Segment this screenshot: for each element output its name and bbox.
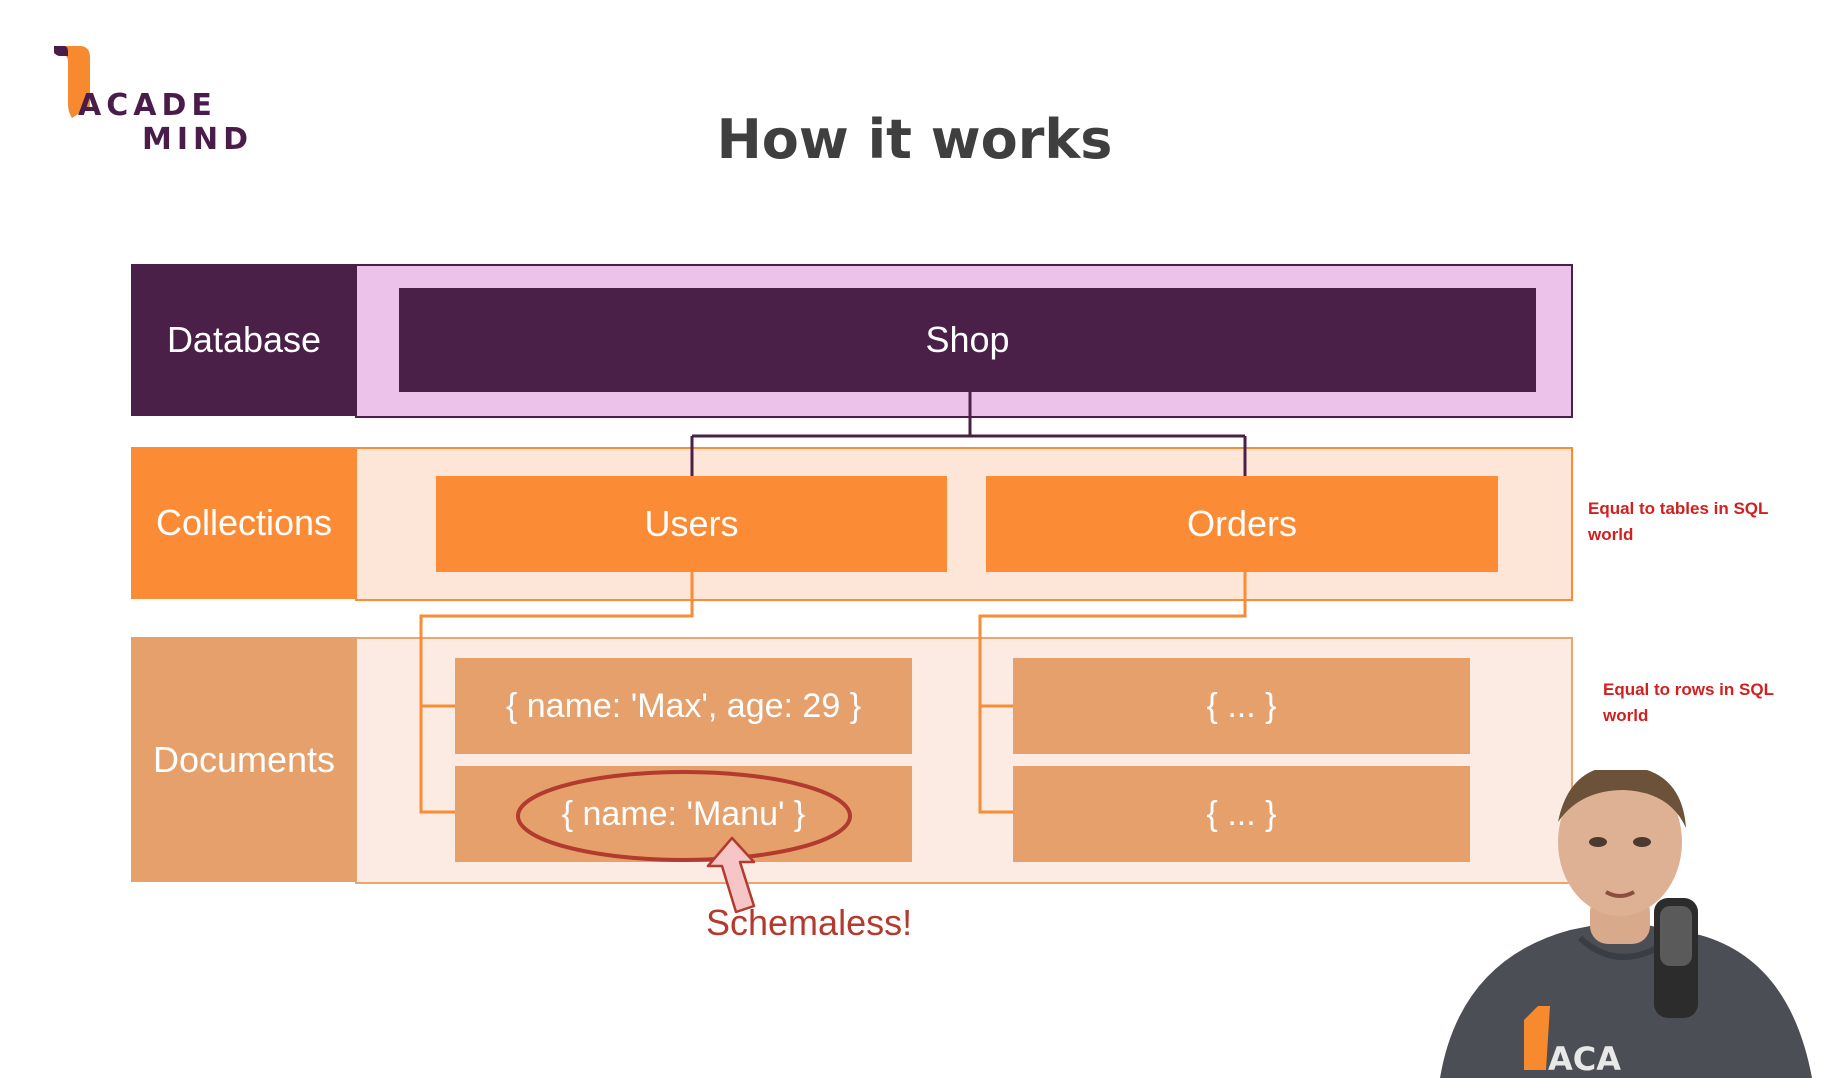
document-user-manu: { name: 'Manu' } xyxy=(455,766,912,862)
database-shop-label: Shop xyxy=(925,319,1010,360)
note-documents-sql: Equal to rows in SQL world xyxy=(1603,680,1774,725)
logo-text-top: ACADE xyxy=(78,88,217,123)
document-order-1: { ... } xyxy=(1013,658,1470,754)
row-label-documents-text: Documents xyxy=(152,738,336,780)
document-user-max: { name: 'Max', age: 29 } xyxy=(455,658,912,754)
collection-orders-label: Orders xyxy=(1186,503,1298,544)
row-label-collections-text: Collections xyxy=(155,502,333,543)
document-user-max-text: { name: 'Max', age: 29 } xyxy=(505,686,862,725)
collection-users-box: Users xyxy=(436,476,947,572)
document-order-2-text: { ... } xyxy=(1206,794,1277,833)
database-shop-box: Shop xyxy=(399,288,1536,392)
collection-orders-box: Orders xyxy=(986,476,1498,572)
document-user-manu-text: { name: 'Manu' } xyxy=(561,794,806,833)
collection-users-label: Users xyxy=(644,503,739,544)
document-order-2: { ... } xyxy=(1013,766,1470,862)
schemaless-annotation: Schemaless! xyxy=(706,902,913,943)
presenter-video-overlay: ACA xyxy=(1440,770,1812,1078)
svg-text:ACA: ACA xyxy=(1548,1040,1621,1078)
document-order-1-text: { ... } xyxy=(1206,686,1277,725)
note-collections-sql: Equal to tables in SQL world xyxy=(1588,499,1769,544)
logo-text-bottom: MIND xyxy=(142,122,254,157)
academind-logo-icon xyxy=(54,46,90,118)
row-label-documents: Documents xyxy=(131,637,357,882)
row-label-database-text: Database xyxy=(166,319,322,360)
row-label-collections: Collections xyxy=(131,447,357,599)
slide-title: How it works xyxy=(716,108,1113,171)
row-label-database: Database xyxy=(131,264,357,416)
